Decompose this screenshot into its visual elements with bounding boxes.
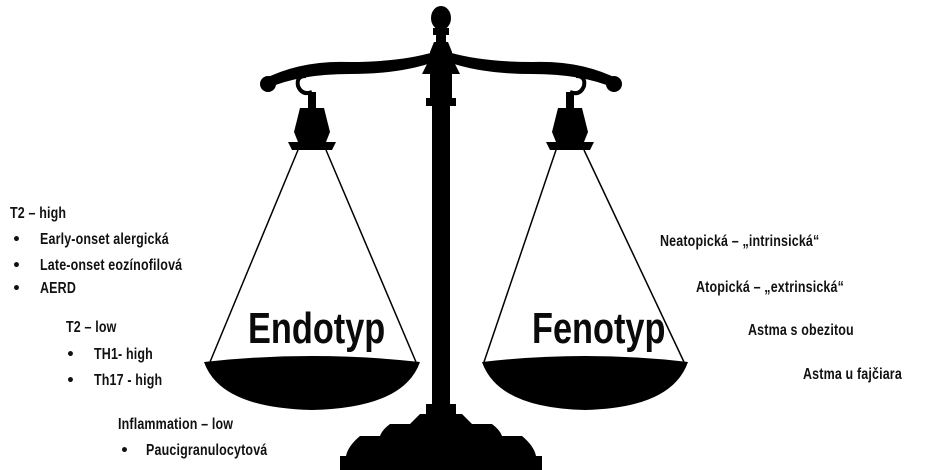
fenotyp-item: Neatopická – „intrinsická“	[660, 232, 819, 252]
bullet: •	[12, 279, 21, 299]
group-heading-t2-low: T2 – low	[66, 318, 116, 338]
scale-base	[340, 424, 542, 470]
left-hanger	[288, 92, 336, 150]
fenotyp-label: Fenotyp	[532, 304, 665, 354]
group-heading-t2-high: T2 – high	[10, 204, 66, 224]
list-item: Th17 - high	[94, 371, 162, 391]
bullet: •	[66, 345, 75, 365]
scale-finial	[431, 6, 451, 43]
list-item: Late-onset eozínofilová	[40, 256, 182, 276]
scale-pillar	[410, 74, 472, 424]
bullet: •	[66, 371, 75, 391]
bullet: •	[12, 230, 21, 250]
right-hook	[570, 76, 584, 93]
endotyp-label: Endotyp	[248, 304, 385, 354]
list-item: Paucigranulocytová	[146, 441, 267, 461]
right-hanger	[546, 92, 594, 150]
right-pan	[482, 356, 688, 410]
list-item: AERD	[40, 279, 76, 299]
left-hook	[298, 76, 312, 93]
left-pan	[204, 356, 420, 410]
list-item: Early-onset alergická	[40, 230, 169, 250]
fenotyp-item: Astma s obezitou	[748, 321, 854, 341]
group-heading-inflammation-low: Inflammation – low	[118, 415, 233, 435]
bullet: •	[120, 441, 129, 461]
bullet: •	[12, 256, 21, 276]
fenotyp-item: Astma u fajčiara	[803, 365, 902, 385]
fenotyp-item: Atopická – „extrinsická“	[696, 278, 844, 298]
list-item: TH1- high	[94, 345, 153, 365]
